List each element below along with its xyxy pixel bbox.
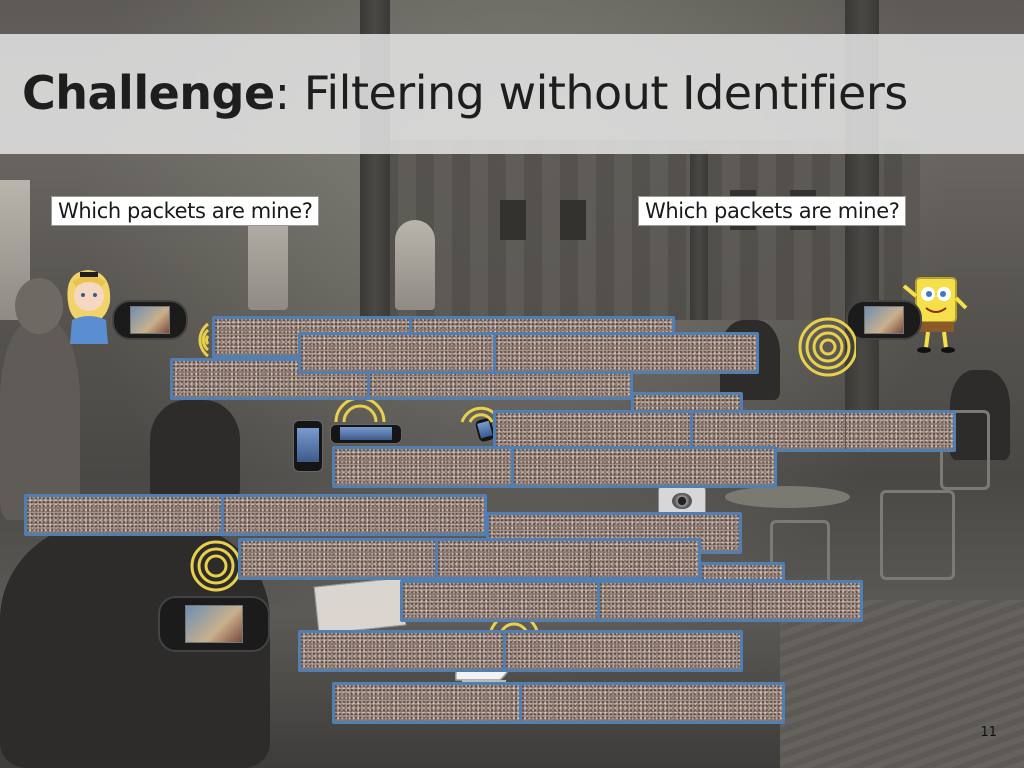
handheld-console-icon <box>846 300 922 340</box>
title-band: Challenge: Filtering without Identifiers <box>0 34 1024 154</box>
title-text: : Filtering without Identifiers <box>274 66 909 120</box>
console-screen <box>184 604 244 644</box>
packet-divider <box>752 583 753 619</box>
signal-waves-icon <box>190 540 242 592</box>
packet <box>400 580 600 622</box>
console-screen <box>864 306 904 334</box>
phone-screen <box>297 428 319 462</box>
packet <box>631 392 743 414</box>
tree-trunk <box>690 150 708 320</box>
callout-right: Which packets are mine? <box>638 196 907 226</box>
person-silhouette <box>0 320 80 520</box>
tablet-screen <box>340 427 392 440</box>
camera-icon <box>658 486 706 516</box>
packet <box>238 538 438 580</box>
packet <box>699 562 785 582</box>
handheld-console-icon <box>158 596 270 652</box>
person-silhouette <box>950 370 1010 460</box>
slide-title: Challenge: Filtering without Identifiers <box>22 66 908 120</box>
packet <box>298 332 496 374</box>
console-screen <box>130 306 170 334</box>
handheld-console-icon <box>112 300 188 340</box>
building-window <box>560 200 586 240</box>
alice-character-icon <box>67 270 111 344</box>
signal-waves-icon <box>334 400 386 423</box>
signal-waves-icon <box>198 322 210 358</box>
person-head <box>15 278 63 334</box>
packet <box>332 446 514 488</box>
packet <box>511 446 777 488</box>
title-bold-word: Challenge <box>22 66 275 120</box>
smartphone-icon <box>293 420 323 472</box>
building-window <box>500 200 526 240</box>
newspaper-icon <box>313 577 407 635</box>
packet-divider <box>590 541 591 577</box>
cafe-table <box>725 486 850 508</box>
cobblestone-ground <box>780 600 1024 768</box>
packet <box>493 332 759 374</box>
camera-lens <box>672 492 692 510</box>
packet <box>503 630 743 672</box>
callout-left: Which packets are mine? <box>51 196 320 226</box>
cafe-chair <box>880 490 955 580</box>
sponge-character-icon <box>902 277 968 353</box>
packet <box>24 494 224 536</box>
packet <box>298 630 506 672</box>
packet-divider <box>845 413 846 449</box>
packet <box>332 682 522 724</box>
packet <box>435 538 701 580</box>
packet <box>597 580 863 622</box>
building-facade <box>380 140 920 320</box>
packet <box>519 682 785 724</box>
signal-waves-icon <box>798 317 856 377</box>
packet <box>690 410 956 452</box>
page-number: 11 <box>980 725 997 740</box>
person-silhouette <box>150 400 240 500</box>
packet <box>493 410 693 452</box>
packet <box>221 494 487 536</box>
tablet-icon <box>330 424 402 444</box>
patio-umbrella <box>395 220 435 310</box>
